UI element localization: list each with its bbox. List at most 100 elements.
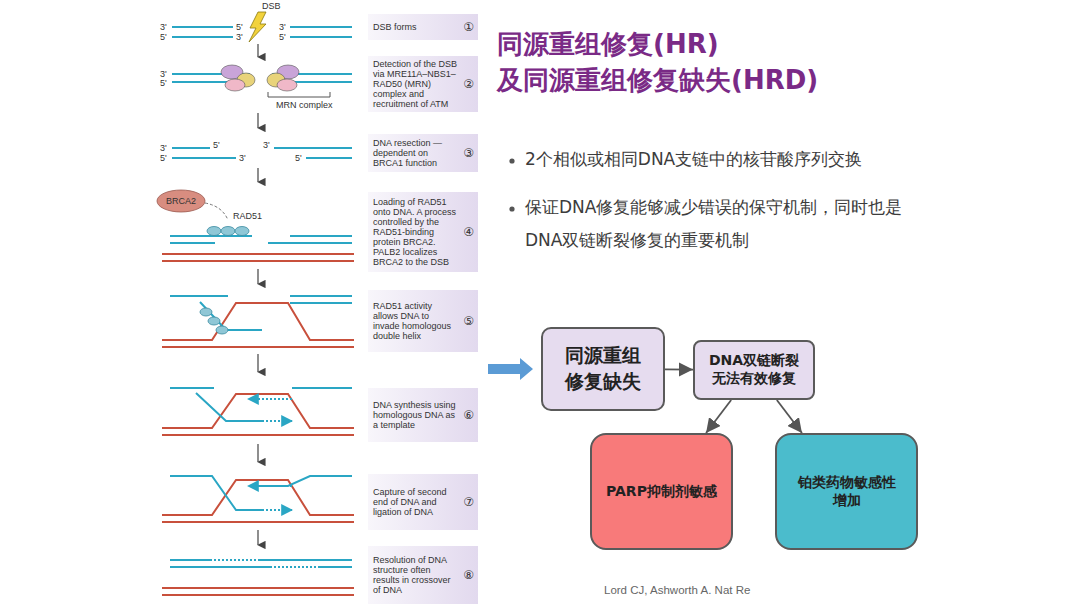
dna-strand <box>262 420 292 422</box>
brca2-protein <box>157 190 205 212</box>
dna-strand <box>292 387 352 389</box>
dna-strand <box>306 157 352 159</box>
strand-end-label: 5' <box>160 154 167 163</box>
bullet-text: 2个相似或相同DNA支链中的核苷酸序列交换 <box>525 143 925 176</box>
dsb-lightning <box>249 12 266 42</box>
box-text: 同源重组修复缺失 <box>559 343 647 395</box>
callout-number: ④ <box>463 226 474 238</box>
dna-strand <box>250 476 352 486</box>
rad51-protein <box>208 317 220 325</box>
mrn-complex <box>221 65 299 91</box>
box-text: PARP抑制剂敏感 <box>606 483 717 501</box>
strand-end-label: 3' <box>236 33 243 42</box>
step-description-box: RAD51 activity allows DNA to invade homo… <box>368 290 478 352</box>
mrn-complex <box>277 79 297 91</box>
step-arrow <box>257 44 258 57</box>
step-description-box: Resolution of DNA structure often result… <box>368 546 478 604</box>
bracket <box>268 92 330 97</box>
slide-title: 同源重组修复(HR) 及同源重组修复缺失(HRD) <box>497 26 857 99</box>
process-box: DNA双链断裂无法有效修复 <box>693 340 815 400</box>
flow-arrow <box>665 369 693 371</box>
dna-strand <box>170 559 210 561</box>
strand-end-label: 3' <box>160 23 167 32</box>
dna-strand <box>170 476 262 510</box>
step-text: Capture of second end of DNA and ligatio… <box>373 487 458 517</box>
step-text: DNA synthesis using homologous DNA as a … <box>373 400 458 430</box>
box-text: DNA双链断裂无法有效修复 <box>704 352 804 388</box>
dna-strand <box>172 148 352 158</box>
dna-strand <box>170 236 352 243</box>
rad51-protein <box>207 227 249 236</box>
dna-strand <box>290 235 352 237</box>
bullet-dot <box>509 158 514 163</box>
dna-strand <box>268 242 352 244</box>
dna-strand <box>170 566 270 568</box>
homologous-dna <box>162 303 354 347</box>
block-arrow <box>488 358 533 380</box>
dna-strand <box>274 147 352 149</box>
dna-strand <box>200 302 262 330</box>
strand-end-label: 3' <box>239 154 246 163</box>
homologous-dna <box>162 260 354 262</box>
step-description-box: Detection of the DSB via MRE11A–NBS1–RAD… <box>368 56 478 112</box>
homologous-dna <box>162 394 354 435</box>
dna-strand <box>172 147 210 149</box>
step-text: DSB forms <box>373 22 458 32</box>
dsb-label: DSB <box>262 2 281 11</box>
bullet-dot <box>509 206 514 211</box>
homologous-dna <box>162 394 354 428</box>
homologous-dna <box>162 588 354 595</box>
callout-number: ② <box>463 78 474 90</box>
bullet-dot <box>509 158 514 211</box>
homologous-dna <box>162 303 354 340</box>
flow-arrow <box>777 400 802 433</box>
strand-end-label: 5' <box>160 33 167 42</box>
step-description-box: Capture of second end of DNA and ligatio… <box>368 474 478 530</box>
homologous-dna <box>162 587 354 589</box>
dna-strand <box>170 295 228 297</box>
dna-strand <box>170 560 352 567</box>
dna-strand <box>260 559 352 561</box>
homologous-dna <box>162 521 354 523</box>
step-arrow <box>257 113 258 128</box>
strand-end-label: 3' <box>279 23 286 32</box>
source-citation: Lord CJ, Ashworth A. Nat Re <box>604 584 750 596</box>
step-arrow <box>257 354 258 372</box>
strand-end-label: 5' <box>236 23 243 32</box>
rad51-protein <box>216 326 228 334</box>
strand-end-label: 5' <box>295 154 302 163</box>
flow-arrow <box>706 400 731 433</box>
dna-strand <box>290 36 352 38</box>
callout-number: ⑥ <box>463 409 474 421</box>
rad51-protein <box>221 227 235 236</box>
strand-end-label: 5' <box>160 79 167 88</box>
callout-number: ⑧ <box>463 569 474 581</box>
homologous-dna <box>162 434 354 436</box>
dna-strand <box>290 295 352 297</box>
callout-number: ⑦ <box>463 496 474 508</box>
step-arrow <box>257 269 258 284</box>
dna-strand <box>210 559 260 561</box>
callout-number: ③ <box>463 147 474 159</box>
strand-end-label: 5' <box>213 141 220 150</box>
step-arrow <box>257 168 258 182</box>
dna-strand <box>270 566 318 568</box>
bullet-text: 保证DNA修复能够减少错误的保守机制，同时也是DNA双链断裂修复的重要机制 <box>525 191 915 257</box>
step-arrow <box>257 530 258 545</box>
rad51-protein <box>235 227 249 236</box>
rad51-protein <box>207 227 221 236</box>
dna-strand <box>170 242 215 244</box>
callout-number: ① <box>463 21 474 33</box>
process-box: 铂类药物敏感性增加 <box>775 433 918 550</box>
dna-strand <box>248 398 292 400</box>
strand-end-label: 3' <box>160 70 167 79</box>
strand-end-label: 5' <box>279 33 286 42</box>
dna-strand <box>172 36 233 38</box>
part-name: BRCA2 <box>166 197 196 206</box>
dna-strand <box>170 387 214 389</box>
homologous-dna <box>162 480 354 522</box>
dna-strand <box>170 476 352 510</box>
strand-end-label: 3' <box>263 141 270 150</box>
step-description-box: Loading of RAD51 onto DNA. A process con… <box>368 192 478 272</box>
step-description-box: DNA resection — dependent on BRCA1 funct… <box>368 134 478 172</box>
